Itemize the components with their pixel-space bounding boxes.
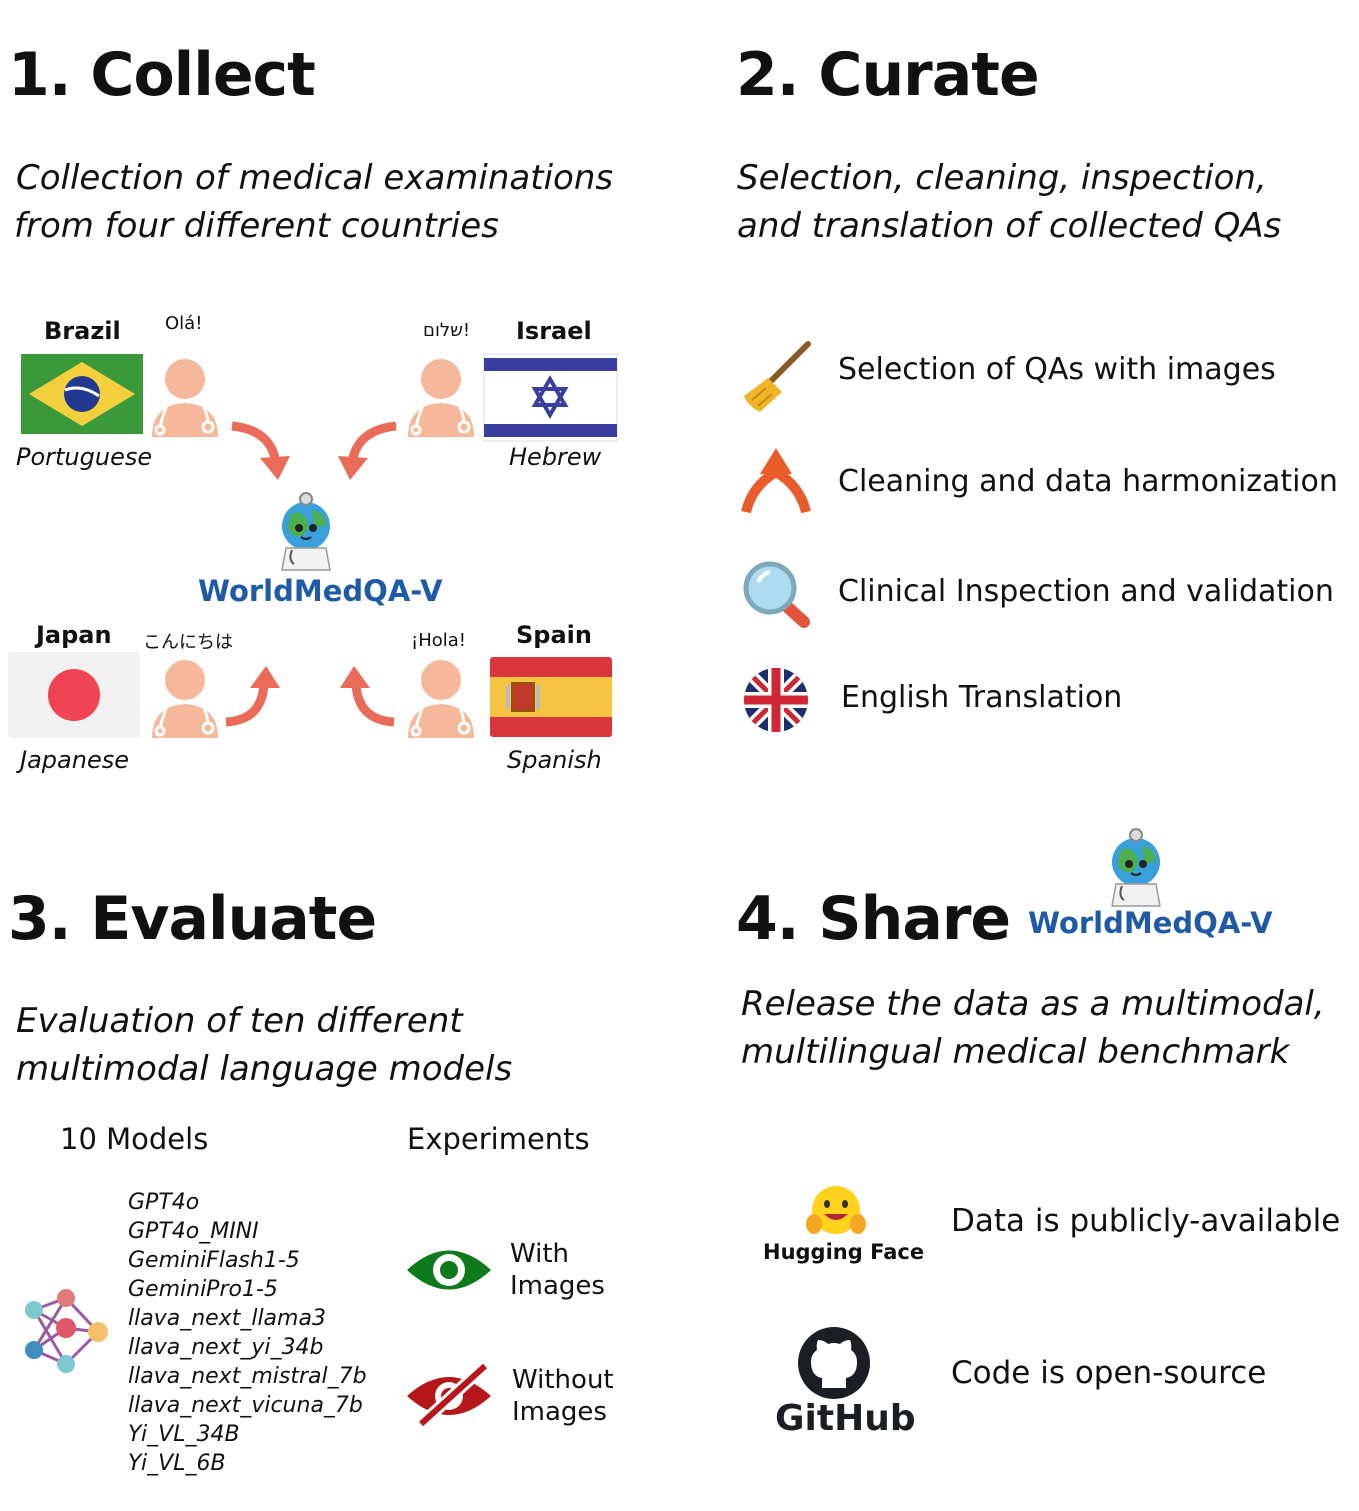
github-icon (798, 1327, 870, 1399)
experiments-header: Experiments (407, 1122, 590, 1156)
experiment-with-line1: With (510, 1239, 570, 1269)
country-spain: Spain (516, 621, 592, 649)
collect-title: 1. Collect (8, 40, 316, 110)
model-item: Yi_VL_34B (128, 1422, 240, 1447)
model-item: llava_next_llama3 (128, 1306, 326, 1331)
hugging-face-icon (806, 1186, 866, 1234)
doctor-icon (150, 658, 220, 740)
github-logo-text: GitHub (775, 1398, 916, 1439)
model-item: GeminiFlash1-5 (128, 1248, 300, 1273)
spain-flag-icon (490, 657, 612, 737)
language-portuguese: Portuguese (16, 443, 153, 471)
curate-step-translation: English Translation (841, 680, 1123, 715)
doctor-icon (406, 658, 476, 740)
country-brazil: Brazil (44, 317, 121, 345)
share-subtitle-line2: multilingual medical benchmark (741, 1032, 1290, 1072)
country-japan: Japan (36, 621, 112, 649)
model-item: Yi_VL_6B (128, 1451, 226, 1476)
japan-flag-icon (8, 652, 140, 738)
share-title: 4. Share (736, 884, 1011, 954)
share-subtitle-line1: Release the data as a multimodal, (741, 984, 1325, 1024)
hugging-face-logo-text: Hugging Face (763, 1240, 925, 1264)
model-item: GPT4o (128, 1190, 200, 1215)
model-item: GPT4o_MINI (128, 1219, 259, 1244)
curate-step-cleaning: Cleaning and data harmonization (838, 464, 1338, 499)
eye-icon (407, 1250, 491, 1290)
language-japanese: Japanese (20, 746, 129, 774)
arrow-icon (225, 666, 280, 727)
models-header: 10 Models (60, 1122, 209, 1156)
experiment-without-images: Without Images (512, 1364, 614, 1428)
eye-slash-icon (407, 1361, 491, 1429)
curate-step-selection: Selection of QAs with images (838, 352, 1276, 387)
experiment-without-line1: Without (512, 1365, 614, 1395)
country-israel: Israel (516, 317, 592, 345)
evaluate-title: 3. Evaluate (8, 884, 377, 954)
uk-flag-icon (744, 668, 808, 732)
greeting-spanish: ¡Hola! (411, 630, 467, 651)
experiment-with-line2: Images (510, 1271, 605, 1301)
share-code-label: Code is open-source (951, 1355, 1267, 1391)
experiment-without-line2: Images (512, 1397, 607, 1427)
model-item: llava_next_vicuna_7b (128, 1393, 363, 1418)
model-item: llava_next_yi_34b (128, 1335, 324, 1360)
arrow-icon (340, 666, 395, 727)
merge-arrow-icon (741, 448, 811, 514)
brazil-flag-icon (21, 354, 143, 434)
collect-brand: WorldMedQA-V (198, 574, 443, 608)
worldmedqa-mascot-icon (281, 492, 331, 571)
broom-icon (744, 341, 811, 412)
model-list: GPT4o GPT4o_MINI GeminiFlash1-5 GeminiPr… (128, 1188, 367, 1478)
arrow-icon (338, 421, 397, 480)
greeting-hebrew: שלום! (423, 320, 471, 341)
collect-subtitle-line1: Collection of medical examinations (16, 158, 614, 198)
share-brand: WorldMedQA-V (1028, 906, 1273, 940)
share-data-label: Data is publicly-available (951, 1203, 1341, 1239)
curate-step-inspection: Clinical Inspection and validation (838, 574, 1334, 609)
arrow-icon (231, 421, 290, 480)
israel-flag-icon (483, 353, 618, 442)
doctor-icon (150, 357, 220, 439)
language-hebrew: Hebrew (509, 443, 602, 471)
evaluate-subtitle-line2: multimodal language models (16, 1049, 513, 1089)
greeting-japanese: こんにちは (143, 632, 233, 653)
model-item: llava_next_mistral_7b (128, 1364, 367, 1389)
collect-subtitle-line2: from four different countries (14, 206, 499, 246)
doctor-icon (406, 357, 476, 439)
magnifier-icon (743, 561, 810, 628)
greeting-portuguese: Olá! (165, 313, 203, 334)
evaluate-subtitle-line1: Evaluation of ten different (16, 1001, 463, 1041)
worldmedqa-mascot-icon (1111, 828, 1161, 907)
model-item: GeminiPro1-5 (128, 1277, 278, 1302)
curate-title: 2. Curate (736, 40, 1040, 110)
curate-subtitle-line2: and translation of collected QAs (737, 206, 1282, 246)
language-spanish: Spanish (507, 746, 602, 774)
curate-subtitle-line1: Selection, cleaning, inspection, (737, 158, 1267, 198)
neural-network-icon (25, 1289, 108, 1373)
experiment-with-images: With Images (510, 1238, 605, 1302)
